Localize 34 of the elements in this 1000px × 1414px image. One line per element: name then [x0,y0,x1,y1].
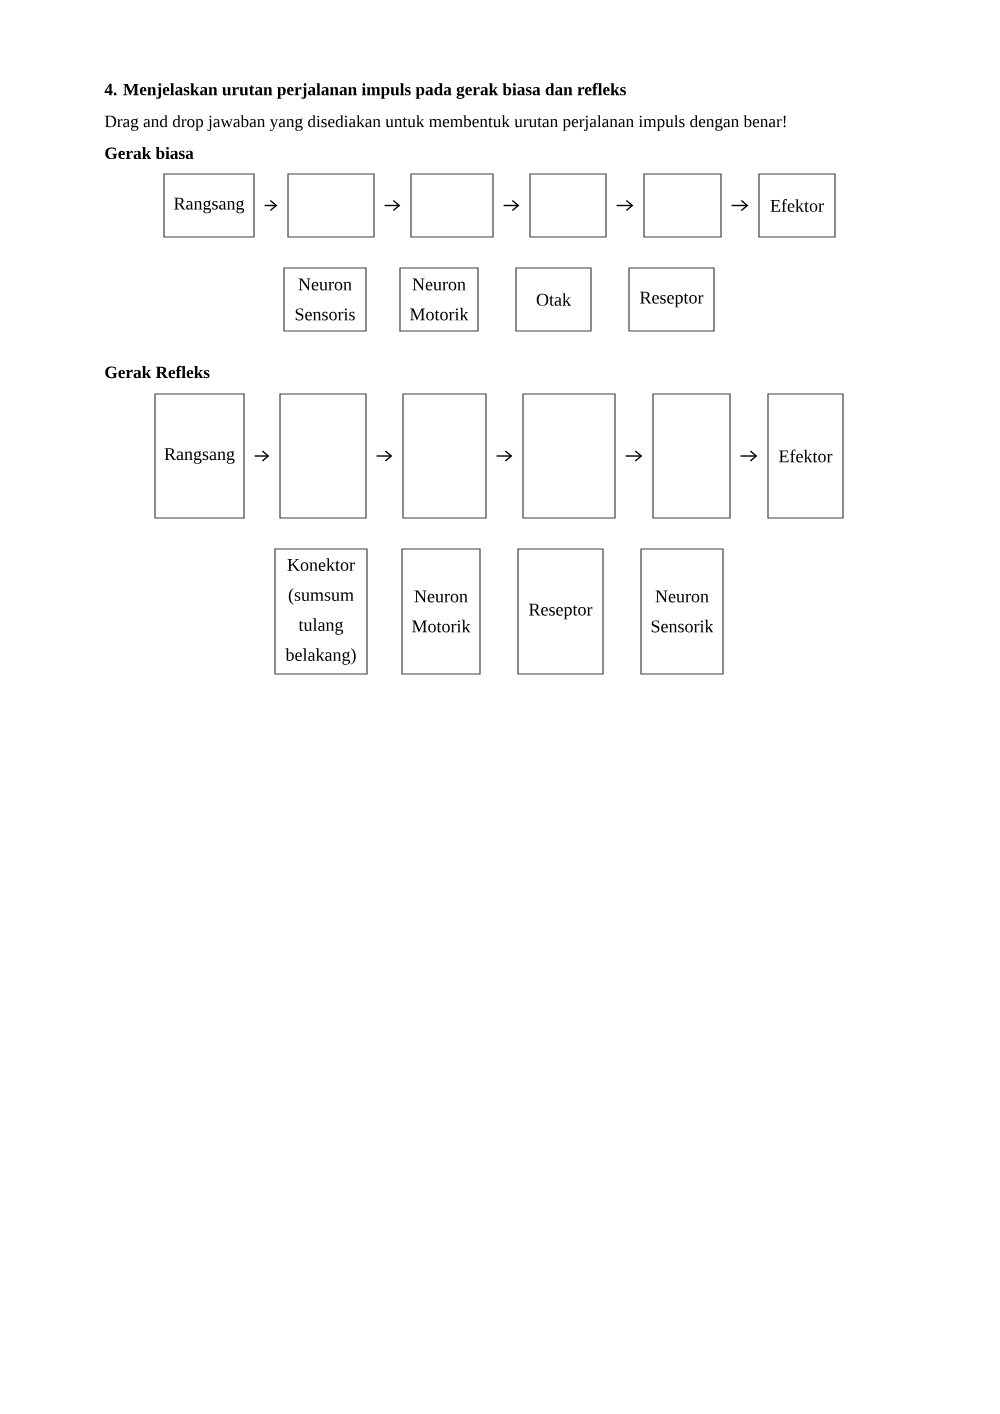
answer-card: Otak [515,267,592,332]
arrow [502,199,520,212]
arrow [253,450,270,462]
empty-box [287,173,375,238]
empty-box [279,393,367,519]
arrow [615,199,634,212]
answer-card: Neuron Motorik [401,548,481,675]
answer-card: Konektor (sumsum tulang belakang) [274,548,368,675]
empty-box [652,393,731,519]
answer-card: Neuron Sensoris [283,267,367,332]
arrow [495,450,513,462]
arrow [375,450,393,462]
empty-box [529,173,607,238]
process-box: Efektor [758,173,836,238]
section-heading: Gerak Refleks [105,365,210,379]
empty-box [402,393,487,519]
process-box: Rangsang [154,393,245,519]
arrow [739,450,758,462]
arrow [730,199,749,212]
answer-card: Neuron Sensorik [640,548,724,675]
instruction-text: Drag and drop jawaban yang disediakan untuk membentuk urutan perjalanan impuls dengan benar! [104,115,786,131]
empty-box [643,173,722,238]
empty-box [410,173,494,238]
section-heading: Gerak biasa [105,146,194,160]
empty-box [522,393,616,519]
answer-card: Neuron Motorik [399,267,479,332]
answer-card: Reseptor [517,548,604,675]
arrow [263,199,278,212]
arrow [624,450,643,462]
heading: 4. Menjelaskan urutan perjalanan impuls pada gerak biasa dan refleks [104,83,626,99]
process-box: Rangsang [163,173,255,238]
process-box: Efektor [767,393,844,519]
arrow [383,199,401,212]
answer-card: Reseptor [628,267,715,332]
